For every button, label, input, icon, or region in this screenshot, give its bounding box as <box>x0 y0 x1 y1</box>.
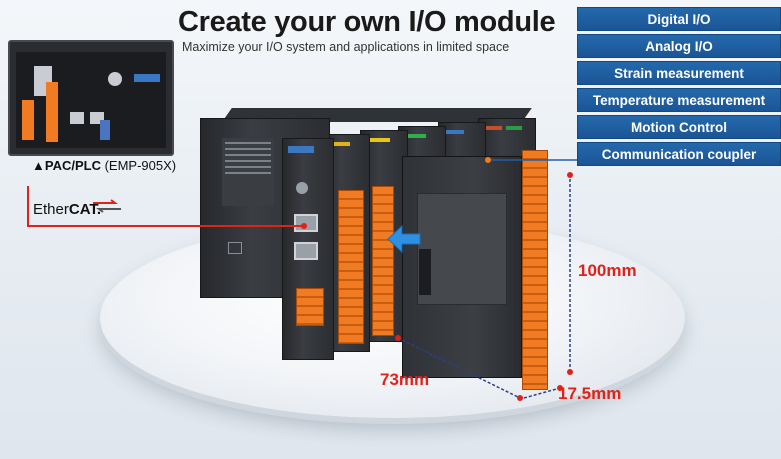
dimension-width-label: 17.5mm <box>558 384 622 403</box>
menu-item-digital-io[interactable]: Digital I/O <box>577 7 781 31</box>
exploded-io-module <box>402 156 522 378</box>
plc-terminal-middle <box>46 82 58 142</box>
insert-direction-arrow-icon <box>387 224 421 254</box>
module-7-color-tag-2 <box>506 126 522 130</box>
menu-item-temperature-measurement[interactable]: Temperature measurement <box>577 88 781 112</box>
menu-item-motion-control[interactable]: Motion Control <box>577 115 781 139</box>
ethercat-logo-prefix: Ether <box>33 201 69 218</box>
coupler-color-tag <box>288 146 314 153</box>
plc-caption-model: (EMP-905X) <box>100 158 177 173</box>
plc-knob <box>108 72 122 86</box>
dimension-depth-label: 73mm <box>380 370 430 389</box>
plc-brand-logo <box>134 74 160 82</box>
module-7-color-tag <box>484 126 502 130</box>
pac-plc-image <box>8 40 174 156</box>
plc-front-panel <box>16 52 166 148</box>
module-3-terminal-block <box>338 190 364 344</box>
dimension-height-label: 100mm <box>578 261 637 280</box>
ce-mark <box>228 242 242 254</box>
module-3-color-tag <box>328 142 350 146</box>
exploded-module-bus-connector <box>419 249 431 295</box>
coupler-label-plate <box>222 138 274 206</box>
exploded-module-side-panel <box>417 193 507 305</box>
module-5-color-tag <box>404 134 426 138</box>
plc-serial-port <box>100 120 110 140</box>
plc-terminal-left <box>22 100 34 140</box>
exploded-module-terminal-block <box>522 150 548 390</box>
module-category-menu: Digital I/O Analog I/O Strain measuremen… <box>577 7 781 169</box>
module-6-color-tag <box>444 130 464 134</box>
plc-usb-port <box>70 112 84 124</box>
plc-caption: ▲PAC/PLC (EMP-905X) <box>32 158 176 173</box>
menu-item-strain-measurement[interactable]: Strain measurement <box>577 61 781 85</box>
module-4-color-tag <box>368 138 390 142</box>
page-subtitle: Maximize your I/O system and application… <box>182 40 510 54</box>
coupler-rotary-switch <box>296 182 308 194</box>
page-title: Create your own I/O module <box>178 6 556 38</box>
ethercat-arrows-icon <box>93 199 121 213</box>
coupler-ethercat-out-port <box>294 242 318 260</box>
menu-item-communication-coupler[interactable]: Communication coupler <box>577 142 781 166</box>
menu-item-analog-io[interactable]: Analog I/O <box>577 34 781 58</box>
plc-caption-title: ▲PAC/PLC <box>32 158 101 173</box>
module-4-terminal-block <box>372 186 394 336</box>
coupler-power-terminal <box>296 288 324 326</box>
coupler-ethercat-in-port <box>294 214 318 232</box>
